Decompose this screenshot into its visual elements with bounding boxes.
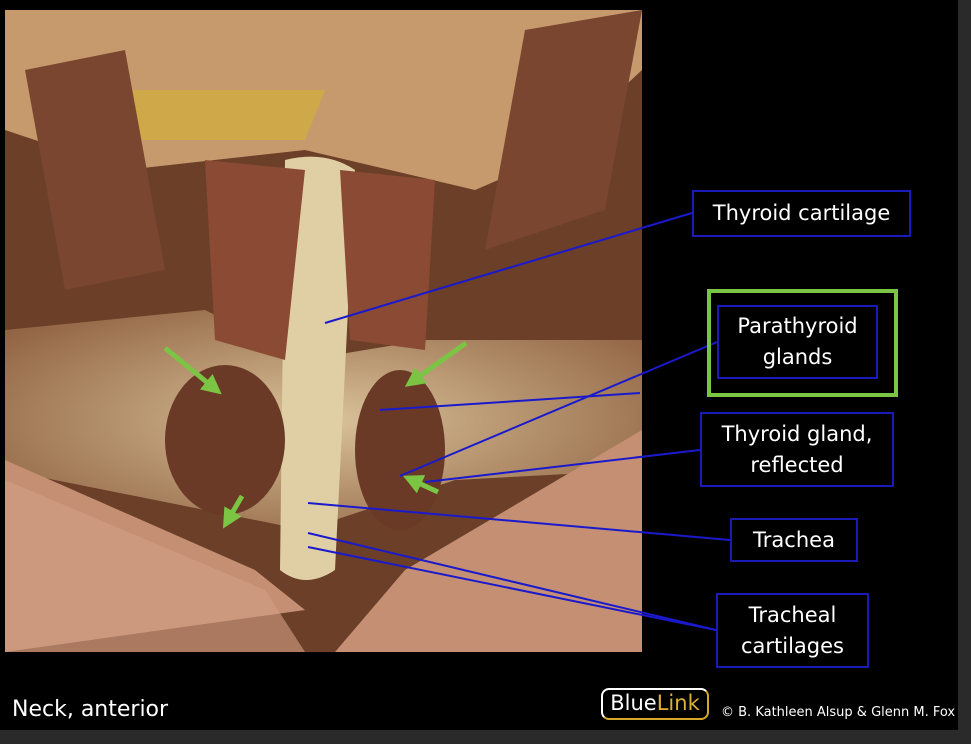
label-thyroid-cartilage: Thyroid cartilage — [692, 190, 911, 237]
highlight-box — [707, 289, 898, 397]
label-text: Thyroid gland, — [721, 421, 873, 446]
logo-text: Blue — [610, 691, 657, 715]
arrow-icon — [404, 340, 468, 387]
leader-tracheal-cartilage-1 — [307, 532, 717, 631]
arrow-icon — [163, 346, 222, 395]
caption: Neck, anterior — [12, 697, 169, 722]
annotation-overlay — [163, 212, 731, 631]
leader-parathyroid-lower — [399, 341, 718, 477]
label-text: reflected — [750, 452, 844, 477]
label-text: cartilages — [740, 633, 844, 658]
label-thyroid-gland: Thyroid gland, reflected — [700, 412, 894, 487]
label-text: glands — [762, 345, 833, 369]
label-text: Tracheal — [748, 602, 837, 627]
logo-text: Link — [656, 691, 700, 715]
arrow-icon — [402, 475, 440, 495]
label-text: Thyroid cartilage — [712, 201, 891, 225]
slide: Thyroid cartilage Parathyroid glands Thy… — [0, 0, 958, 730]
leader-trachea — [307, 502, 731, 541]
leader-thyroid-gland — [424, 449, 701, 483]
leader-parathyroid-upper — [379, 392, 641, 411]
arrow-icon — [222, 494, 245, 529]
bluelink-logo: BlueLink — [601, 688, 709, 720]
leader-tracheal-cartilage-2 — [307, 546, 717, 631]
label-tracheal-cartilages: Tracheal cartilages — [716, 593, 869, 668]
label-text: Trachea — [753, 527, 835, 552]
label-parathyroid-glands: Parathyroid glands — [717, 305, 878, 379]
copyright: © B. Kathleen Alsup & Glenn M. Fox — [721, 705, 956, 720]
dissection-photo — [5, 10, 642, 652]
label-trachea: Trachea — [730, 518, 858, 562]
leader-thyroid-cartilage — [324, 212, 693, 324]
label-text: Parathyroid — [737, 314, 858, 338]
